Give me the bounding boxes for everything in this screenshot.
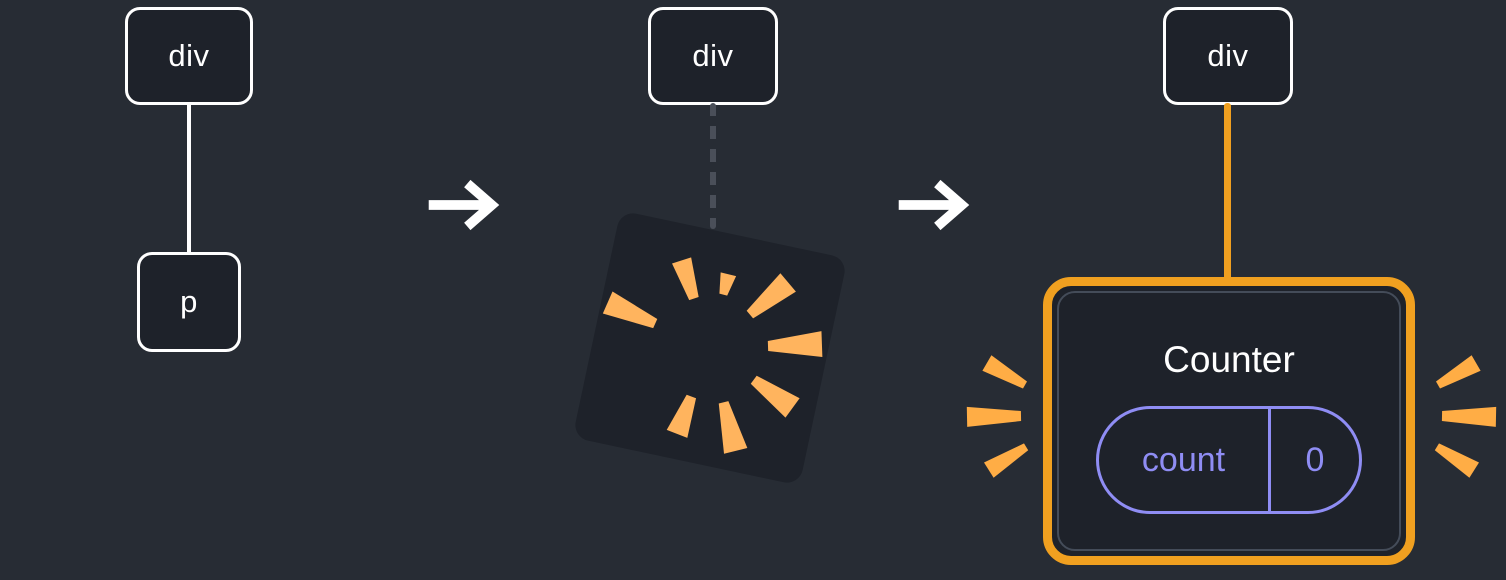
dom-node-div-stage2: div (648, 7, 778, 105)
dom-node-div-stage1: div (125, 7, 253, 105)
state-value-label: 0 (1305, 440, 1325, 479)
dom-node-p-stage1: p (137, 252, 241, 352)
tree-edge-line (187, 103, 191, 254)
rendering-component-box (572, 210, 848, 486)
spark-left-icon (966, 355, 1029, 478)
component-title: Counter (1163, 339, 1295, 380)
arrow-right-icon (428, 179, 500, 231)
committed-edge-line (1224, 103, 1231, 283)
state-pill: count 0 (1096, 406, 1362, 514)
spark-right-icon (1434, 355, 1497, 478)
node-label: div (1207, 38, 1249, 73)
dom-node-div-stage3: div (1163, 7, 1293, 105)
burst-icon (602, 257, 823, 454)
pending-edge-dashed-line (710, 103, 716, 229)
counter-component-box: Counter count 0 (1043, 277, 1415, 565)
state-name-label: count (1141, 440, 1226, 479)
arrow-right-icon (898, 179, 970, 231)
node-label: p (180, 284, 198, 319)
counter-component-inner: Counter count 0 (1057, 291, 1401, 551)
node-label: div (168, 38, 210, 73)
node-label: div (692, 38, 734, 73)
state-pill-divider (1268, 409, 1271, 511)
